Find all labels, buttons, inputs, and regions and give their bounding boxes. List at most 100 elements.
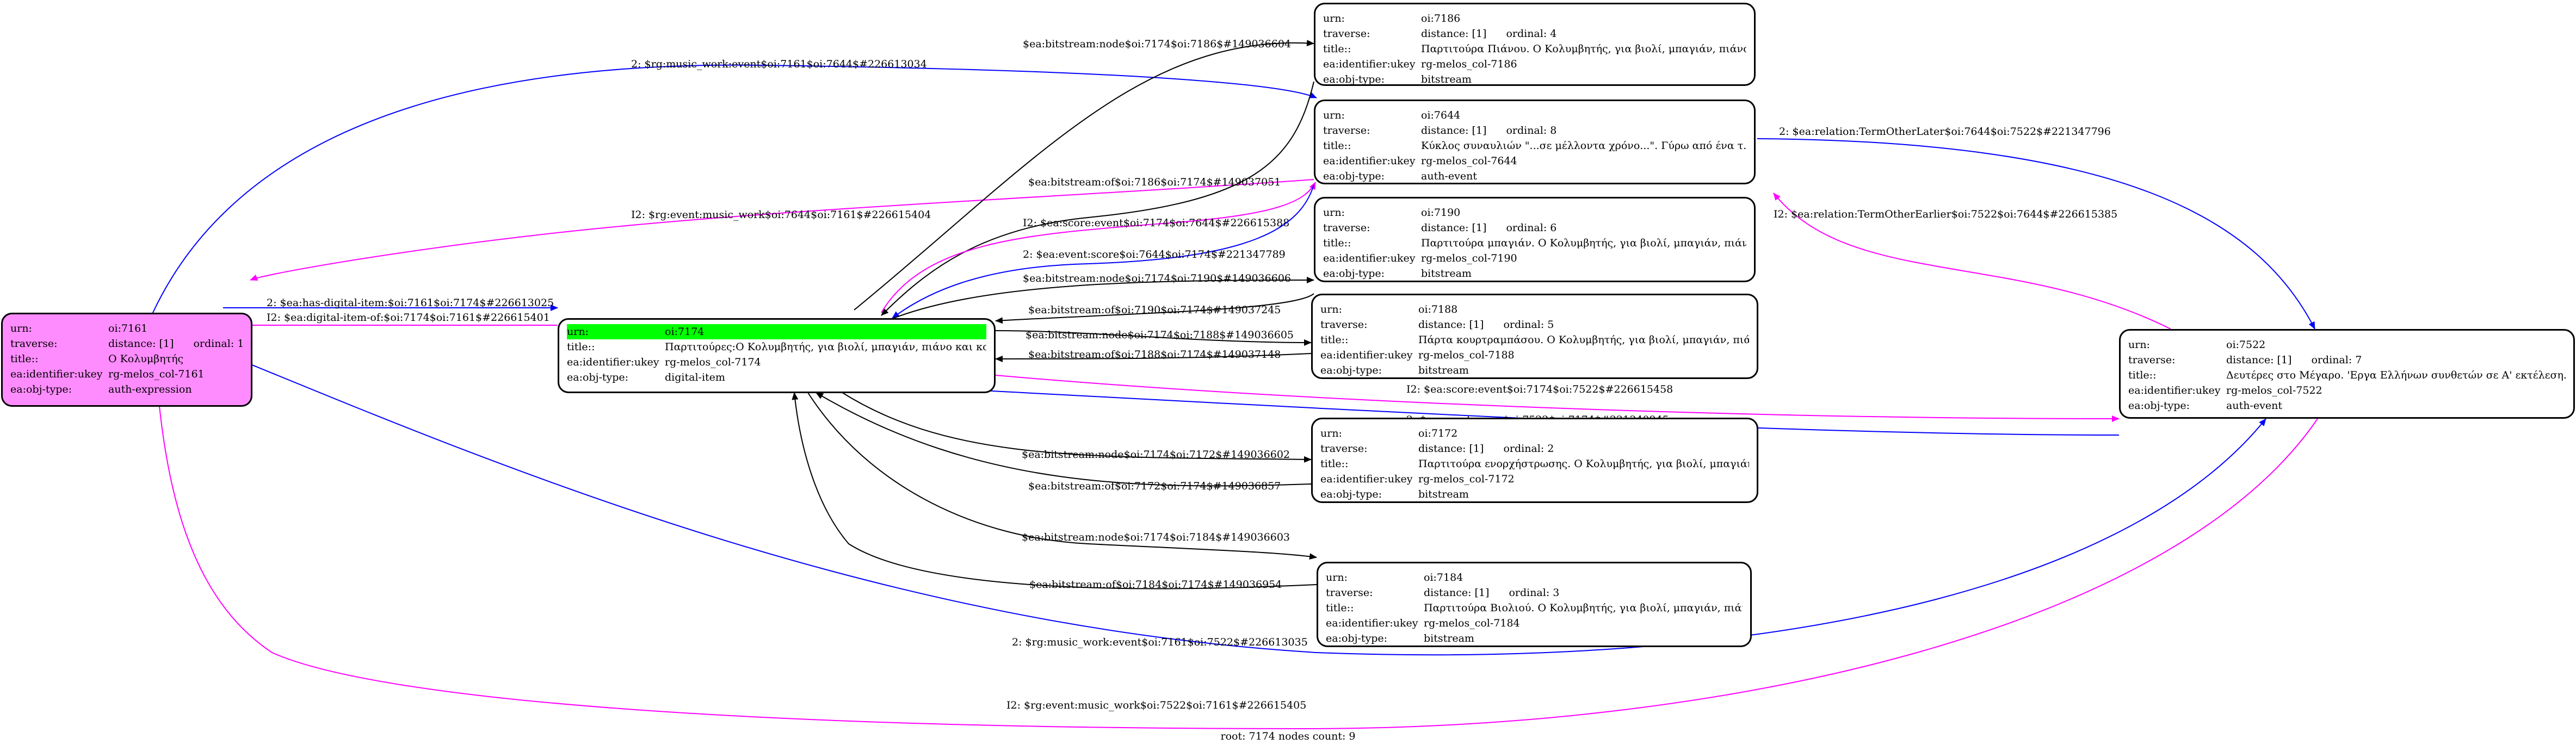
node-urn: oi:7190	[1421, 207, 1461, 219]
edge-label: $ea:bitstream:node$oi:7174$oi:7186$#1490…	[1023, 38, 1291, 50]
field-label: ea:obj-type:	[2128, 400, 2190, 412]
edge-label: $ea:bitstream:of$oi:7188$oi:7174$#149037…	[1028, 349, 1281, 361]
node-7184[interactable]: urn:oi:7184 traverse:distance: [1]ordina…	[1317, 562, 1752, 647]
node-7644[interactable]: urn:oi:7644 traverse:distance: [1]ordina…	[1314, 100, 1756, 184]
node-traverse: distance: [1]ordinal: 2	[1418, 441, 1749, 456]
node-ukey: rg-melos_col-7190	[1421, 252, 1517, 264]
node-obj-type: auth-expression	[108, 383, 192, 395]
node-urn: oi:7184	[1424, 572, 1463, 584]
node-7161[interactable]: urn:oi:7161 traverse:distance: [1]ordina…	[1, 313, 252, 407]
field-label: traverse:	[1323, 125, 1370, 136]
node-ordinal: ordinal: 2	[1503, 443, 1554, 455]
node-title: Πάρτα κουρτραμπάσου. Ο Κολυμβητής, για β…	[1418, 334, 1749, 346]
node-7186[interactable]: urn:oi:7186 traverse:distance: [1]ordina…	[1314, 3, 1756, 86]
edge-label: $ea:bitstream:of$oi:7184$oi:7174$#149036…	[1029, 579, 1282, 591]
node-ordinal: ordinal: 3	[1509, 587, 1560, 599]
field-label: title::	[10, 353, 39, 365]
node-distance: distance: [1]	[1424, 587, 1490, 599]
node-traverse: distance: [1] ordinal: 3	[1424, 585, 1743, 600]
field-label: ea:identifier:ukey	[567, 356, 659, 368]
field-label: title::	[567, 341, 595, 353]
field-label: ea:obj-type:	[567, 371, 629, 383]
field-label: urn:	[1326, 572, 1348, 584]
field-label: traverse:	[1320, 319, 1368, 331]
field-label: title::	[2128, 369, 2157, 381]
node-obj-type: bitstream	[1421, 268, 1472, 280]
field-label: ea:obj-type:	[1320, 488, 1382, 500]
field-label: urn:	[1320, 303, 1342, 315]
field-label: ea:identifier:ukey	[1320, 473, 1413, 485]
node-ukey: rg-melos_col-7172	[1418, 473, 1515, 485]
node-obj-type: bitstream	[1418, 364, 1469, 376]
edge-7174-7184	[807, 392, 1317, 560]
node-traverse: distance: [1]ordinal: 8	[1421, 123, 1746, 138]
field-label: traverse:	[2128, 354, 2176, 366]
edge-label: I2: $ea:score:event$oi:7174$oi:7522$#226…	[1406, 383, 1673, 395]
node-title: Κύκλος συναυλιών "...σε μέλλοντα χρόνο..…	[1421, 140, 1746, 152]
field-label: urn:	[10, 322, 32, 334]
node-ukey: rg-melos_col-7161	[108, 368, 205, 380]
edge-7174-7172	[840, 391, 1312, 463]
edge-label: $ea:bitstream:node$oi:7174$oi:7188$#1490…	[1026, 329, 1294, 341]
edge-7644-7174	[892, 184, 1314, 319]
node-7174[interactable]: urn:oi:7174 title::Παρτιτούρες:Ο Κολυμβη…	[558, 318, 996, 393]
node-7190[interactable]: urn:oi:7190 traverse:distance: [1]ordina…	[1314, 197, 1756, 282]
field-label: traverse:	[1320, 443, 1368, 455]
node-ukey: rg-melos_col-7174	[665, 356, 761, 368]
node-traverse: distance: [1]ordinal: 6	[1421, 220, 1746, 235]
node-ukey: rg-melos_col-7184	[1424, 617, 1520, 629]
field-label: urn:	[1320, 427, 1342, 439]
node-obj-type: auth-event	[2226, 400, 2282, 412]
edge-label: I2: $ea:digital-item-of:$oi:7174$oi:7161…	[267, 312, 550, 324]
edge-label: I2: $ea:score:event$oi:7174$oi:7644$#226…	[1023, 217, 1289, 229]
edge-label: 2: $ea:has-digital-item:$oi:7161$oi:7174…	[267, 297, 554, 309]
field-label: traverse:	[10, 338, 58, 350]
edge-7161-7644	[152, 64, 1317, 314]
node-ukey: rg-melos_col-7186	[1421, 58, 1517, 70]
edge-7174-7644	[881, 182, 1316, 313]
node-title: Παρτιτούρα Πιάνου. Ο Κολυμβητής, για βιο…	[1421, 43, 1746, 55]
graph-footer: root: 7174 nodes count: 9	[1220, 730, 1356, 742]
node-obj-type: digital-item	[665, 371, 725, 383]
field-label: ea:obj-type:	[1323, 73, 1385, 85]
edge-7174-7522	[995, 375, 2120, 422]
node-ordinal: ordinal: 5	[1503, 319, 1554, 331]
edge-7174-7186	[854, 40, 1314, 311]
node-ordinal: ordinal: 8	[1506, 125, 1557, 136]
field-label: urn:	[1323, 13, 1345, 24]
node-title: Ο Κολυμβητής	[108, 353, 184, 365]
node-urn: oi:7644	[1421, 109, 1461, 121]
edge-7186-7174	[881, 81, 1314, 316]
field-label: ea:identifier:ukey	[1323, 252, 1416, 264]
edge-label: $ea:bitstream:of$oi:7172$oi:7174$#149036…	[1028, 480, 1281, 492]
node-7172[interactable]: urn: oi:7172 traverse: distance: [1]ordina…	[1311, 418, 1758, 503]
node-7188[interactable]: urn:oi:7188 traverse:distance: [1]ordina…	[1311, 294, 1758, 379]
edge-7644-7161	[250, 179, 1314, 281]
edge-label: $ea:bitstream:of$oi:7190$oi:7174$#149037…	[1028, 304, 1281, 316]
edge-7161-7522	[217, 350, 2266, 656]
field-label: traverse:	[1323, 222, 1370, 234]
field-label: ea:obj-type:	[1320, 364, 1382, 376]
node-title: Παρτιτούρες:Ο Κολυμβητής, για βιολί, μπα…	[665, 341, 986, 353]
node-7522[interactable]: urn:oi:7522 traverse:distance: [1]ordina…	[2119, 329, 2575, 419]
field-label: ea:identifier:ukey	[10, 368, 103, 380]
field-label: ea:identifier:ukey	[1323, 58, 1416, 70]
node-distance: distance: [1]	[1421, 222, 1487, 234]
edge-7184-7174	[792, 392, 1317, 589]
field-label: ea:identifier:ukey	[1320, 349, 1413, 361]
edge-label: 2: $rg:music_work:event$oi:7161$oi:7644$…	[631, 58, 927, 70]
edge-label: I2: $rg:event:music_work$oi:7522$oi:7161…	[1006, 699, 1306, 711]
field-label: title::	[1323, 140, 1351, 152]
edge-label: $ea:bitstream:of$oi:7186$oi:7174$#149037…	[1028, 176, 1281, 188]
node-ordinal: ordinal: 1	[193, 338, 243, 350]
node-urn: oi:7172	[1418, 427, 1458, 439]
field-label: title::	[1323, 237, 1351, 249]
node-distance: distance: [1]	[1418, 319, 1484, 331]
field-label: ea:obj-type:	[10, 383, 72, 395]
node-traverse: distance: [1]ordinal: 7	[2226, 352, 2566, 368]
node-urn: oi:7161	[108, 322, 148, 334]
node-ukey: rg-melos_col-7188	[1418, 349, 1515, 361]
field-label: ea:identifier:ukey	[1323, 155, 1416, 167]
node-urn: oi:7174	[665, 326, 705, 338]
node-distance: distance: [1]	[1421, 28, 1487, 40]
